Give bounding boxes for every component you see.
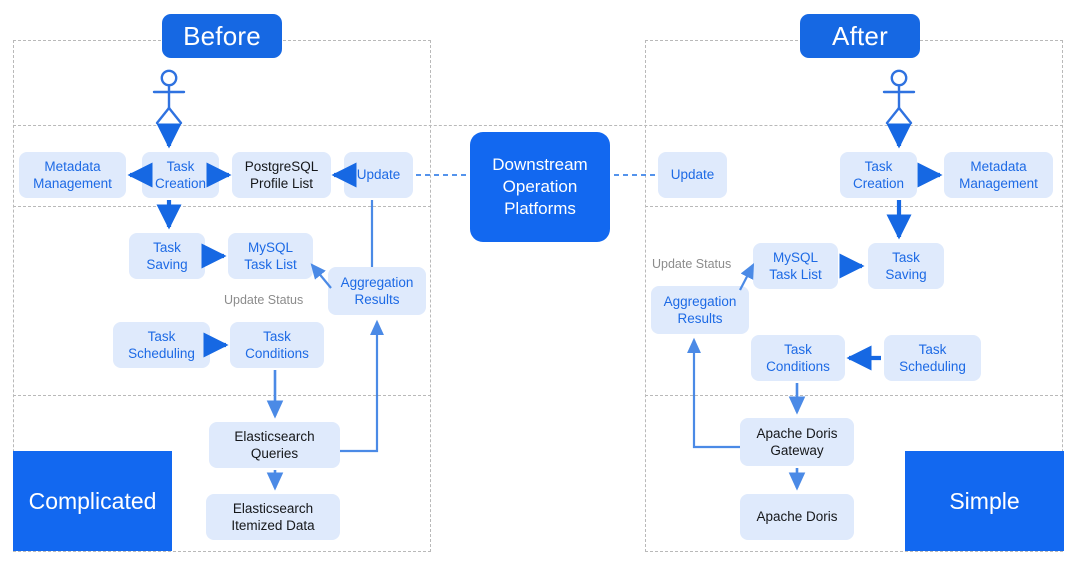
node-right-apache-doris-gateway[interactable]: Apache Doris Gateway	[740, 418, 854, 466]
node-left-task-saving[interactable]: Task Saving	[129, 233, 205, 279]
node-right-update[interactable]: Update	[658, 152, 727, 198]
node-right-task-conditions[interactable]: Task Conditions	[751, 335, 845, 381]
node-label: Task Scheduling	[899, 341, 966, 374]
node-left-task-conditions[interactable]: Task Conditions	[230, 322, 324, 368]
node-label: MySQL Task List	[769, 249, 822, 282]
node-left-aggregation-results[interactable]: Aggregation Results	[328, 267, 426, 315]
complicated-verdict-block: Complicated	[13, 451, 172, 551]
node-right-task-saving[interactable]: Task Saving	[868, 243, 944, 289]
node-right-aggregation-results[interactable]: Aggregation Results	[651, 286, 749, 334]
node-label: Metadata Management	[959, 158, 1038, 191]
left-update-status-label: Update Status	[224, 293, 303, 307]
node-right-apache-doris[interactable]: Apache Doris	[740, 494, 854, 540]
node-right-task-creation[interactable]: Task Creation	[840, 152, 917, 198]
before-title-pill: Before	[162, 14, 282, 58]
right-update-status-label: Update Status	[652, 257, 731, 271]
node-left-task-creation[interactable]: Task Creation	[142, 152, 219, 198]
after-title-label: After	[832, 20, 888, 51]
node-label: MySQL Task List	[244, 239, 297, 272]
node-left-metadata-management[interactable]: Metadata Management	[19, 152, 126, 198]
node-left-elasticsearch-itemized-data[interactable]: Elasticsearch Itemized Data	[206, 494, 340, 540]
before-title-label: Before	[183, 20, 261, 51]
node-left-mysql-task-list[interactable]: MySQL Task List	[228, 233, 313, 279]
node-label: Aggregation Results	[340, 274, 414, 307]
node-label: Task Conditions	[245, 328, 309, 361]
left-frame-divider-1	[13, 125, 1063, 126]
node-left-task-scheduling[interactable]: Task Scheduling	[113, 322, 210, 368]
node-left-update[interactable]: Update	[344, 152, 413, 198]
node-label: Metadata Management	[33, 158, 112, 191]
right-frame-divider-2	[645, 206, 1063, 207]
node-label: Apache Doris Gateway	[756, 425, 838, 458]
node-label: Task Saving	[885, 249, 927, 282]
node-left-postgresql-profile-list[interactable]: PostgreSQL Profile List	[232, 152, 331, 198]
left-frame-divider-3	[13, 395, 431, 396]
simple-verdict-label: Simple	[949, 487, 1020, 514]
node-label: Aggregation Results	[663, 293, 737, 326]
node-right-metadata-management[interactable]: Metadata Management	[944, 152, 1053, 198]
node-label: PostgreSQL Profile List	[244, 158, 319, 191]
node-label: Elasticsearch Queries	[234, 428, 315, 461]
after-title-pill: After	[800, 14, 920, 58]
node-label: Update	[670, 167, 715, 183]
simple-verdict-block: Simple	[905, 451, 1064, 551]
node-label: Task Saving	[146, 239, 188, 272]
node-left-elasticsearch-queries[interactable]: Elasticsearch Queries	[209, 422, 340, 468]
complicated-verdict-label: Complicated	[28, 487, 157, 514]
node-label: Elasticsearch Itemized Data	[231, 500, 315, 533]
node-right-mysql-task-list[interactable]: MySQL Task List	[753, 243, 838, 289]
hub-label: Downstream Operation Platforms	[492, 154, 588, 219]
node-label: Task Creation	[154, 158, 207, 191]
node-label: Task Creation	[852, 158, 905, 191]
left-frame-divider-2	[13, 206, 431, 207]
downstream-operation-platforms-node[interactable]: Downstream Operation Platforms	[470, 132, 610, 242]
right-frame-divider-3	[645, 395, 1063, 396]
edge-label-text: Update Status	[652, 257, 732, 271]
node-label: Task Conditions	[766, 341, 830, 374]
edge-label-text: Update Status	[224, 293, 304, 307]
node-label: Apache Doris	[756, 509, 838, 525]
node-right-task-scheduling[interactable]: Task Scheduling	[884, 335, 981, 381]
node-label: Update	[356, 167, 401, 183]
node-label: Task Scheduling	[128, 328, 195, 361]
